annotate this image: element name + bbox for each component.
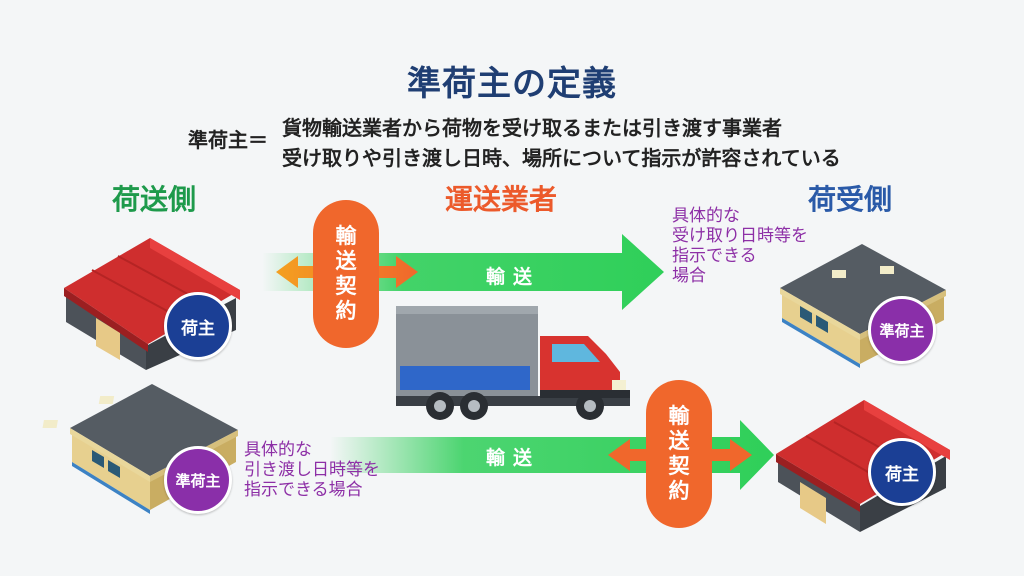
- receiver-side-heading: 荷受側: [808, 183, 893, 216]
- contract-char: 約: [335, 299, 357, 323]
- note-line: 受け取り日時等を: [672, 226, 808, 246]
- quasi-shipper-badge-bottom-left: 準荷主: [164, 446, 232, 514]
- sender-instruction-note: 具体的な 引き渡し日時等を 指示できる場合: [244, 440, 380, 500]
- note-line: 指示できる: [672, 246, 757, 266]
- contract-char: 送: [668, 429, 690, 453]
- definition-label: 準荷主＝: [188, 128, 268, 152]
- receiver-instruction-note: 具体的な 受け取り日時等を 指示できる 場合: [672, 206, 808, 286]
- definition-line-2: 受け取りや引き渡し日時、場所について指示が許容されている: [282, 146, 841, 170]
- quasi-shipper-badge-top-right: 準荷主: [868, 296, 936, 364]
- note-line: 引き渡し日時等を: [244, 460, 380, 480]
- contract-char: 契: [335, 274, 357, 298]
- carrier-heading: 運送業者: [445, 183, 558, 216]
- transport-contract-pill-top: 輸 送 契 約: [313, 200, 379, 348]
- page-title: 準荷主の定義: [407, 64, 617, 104]
- note-line: 具体的な: [244, 440, 312, 460]
- note-line: 場合: [672, 266, 706, 286]
- definition-line-1: 貨物輸送業者から荷物を受け取るまたは引き渡す事業者: [282, 116, 782, 140]
- shipper-badge-top-left: 荷主: [164, 292, 232, 360]
- shipper-badge-bottom-right: 荷主: [868, 438, 936, 506]
- transport-contract-pill-bottom: 輸 送 契 約: [646, 380, 712, 528]
- transport-label-top: 輸送: [486, 266, 541, 288]
- contract-char: 輸: [335, 224, 357, 248]
- note-line: 具体的な: [672, 206, 740, 226]
- box-truck-icon: [396, 306, 630, 420]
- contract-char: 約: [668, 479, 690, 503]
- contract-char: 輸: [668, 404, 690, 428]
- contract-char: 契: [668, 454, 690, 478]
- transport-label-bottom: 輸送: [486, 447, 541, 469]
- contract-char: 送: [335, 249, 357, 273]
- note-line: 指示できる場合: [244, 480, 363, 500]
- sender-side-heading: 荷送側: [112, 183, 197, 216]
